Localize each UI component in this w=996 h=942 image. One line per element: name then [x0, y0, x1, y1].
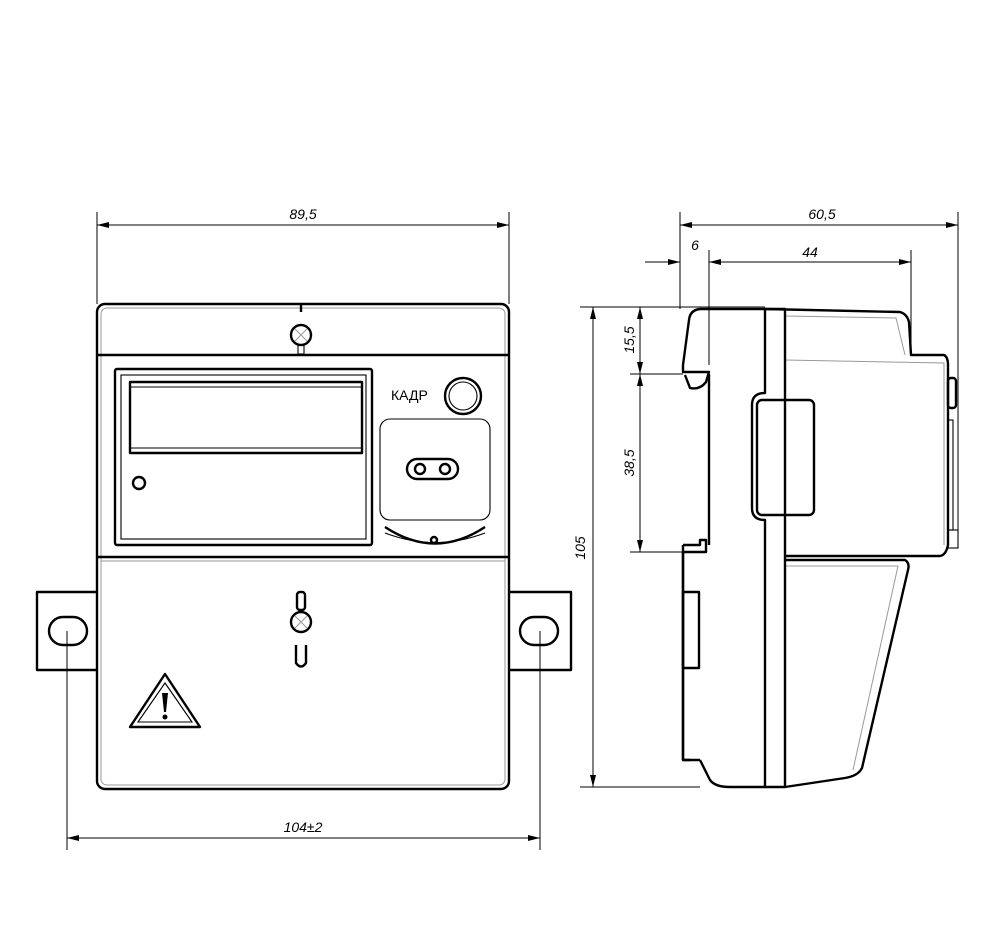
depth-dimension: 60,5 — [808, 206, 835, 222]
top-seal-screw-icon — [289, 304, 313, 355]
height-dimension: 105 — [572, 536, 588, 560]
lower-seal-screw-icon — [289, 590, 313, 668]
optical-port-panel — [379, 418, 491, 545]
side-button-icon — [946, 376, 958, 410]
mounting-width-dimension: 104±2 — [284, 819, 323, 835]
front-view: КАДР — [35, 206, 573, 850]
side-view: 60,5 6 44 105 15,5 38,5 — [572, 206, 959, 789]
meter-body-outline — [95, 302, 511, 791]
optical-port-icon — [405, 457, 460, 481]
kadr-button-label: КАДР — [391, 387, 428, 403]
rail-height-dimension: 38,5 — [621, 449, 637, 476]
mounting-slot-left — [47, 615, 89, 647]
mounting-slot-right — [518, 615, 560, 647]
display-frame — [113, 367, 374, 547]
rail-offset-dimension: 6 — [691, 237, 699, 253]
body-depth-dimension: 44 — [802, 244, 818, 260]
side-label-plate — [755, 398, 816, 517]
seal-arc — [384, 525, 486, 545]
warning-triangle-icon — [128, 672, 202, 729]
middle-frame — [750, 307, 816, 789]
kadr-button[interactable] — [443, 376, 483, 416]
top-to-rail-dimension: 15,5 — [621, 326, 637, 353]
indicator-led-icon — [131, 475, 147, 491]
lcd-window — [128, 380, 364, 455]
rail-clip — [681, 590, 701, 670]
width-dimension: 89,5 — [289, 206, 316, 222]
